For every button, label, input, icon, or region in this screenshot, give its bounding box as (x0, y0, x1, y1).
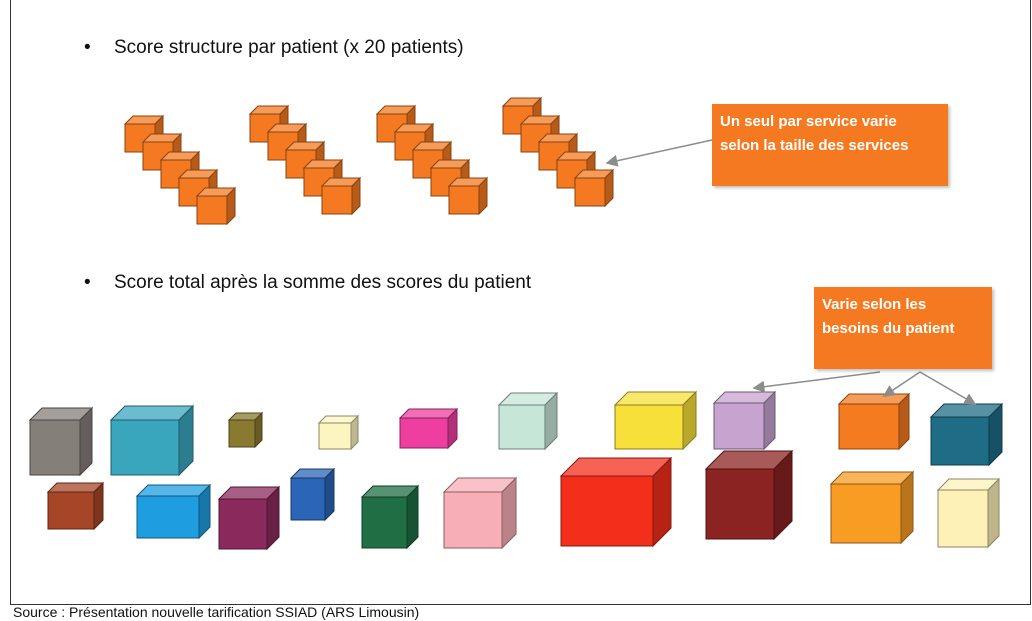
patient-arrow (882, 371, 921, 397)
patient-cube (497, 391, 559, 451)
patient-cube (109, 404, 195, 477)
structure-cube (447, 176, 489, 216)
bullet-total-text: Score total après la somme des scores du… (114, 272, 532, 293)
bullet-structure-score: • Score structure par patient (x 20 patie… (84, 37, 464, 59)
patient-cube (559, 456, 673, 548)
patient-cube (317, 414, 360, 451)
patient-cube (46, 481, 105, 531)
source-caption: Source : Présentation nouvelle tarificat… (13, 604, 420, 620)
service-callout: Un seul par service varie selon la taill… (712, 104, 948, 186)
patient-callout: Varie selon les besoins du patient (814, 287, 992, 369)
structure-cube (320, 176, 362, 216)
patient-cube (398, 407, 459, 450)
patient-cube (837, 392, 911, 451)
patient-cube (227, 411, 264, 449)
bullet-dot: • (84, 37, 91, 58)
bullet-total-score: • Score total après la somme des scores d… (84, 272, 531, 294)
patient-cube (289, 467, 336, 522)
patient-cube (442, 476, 518, 550)
patient-callout-text: Varie selon les besoins du patient (822, 296, 955, 337)
structure-cube (195, 186, 237, 226)
patient-cube (613, 390, 698, 451)
patient-cube (704, 449, 794, 541)
patient-arrow (752, 371, 881, 393)
patient-cube (829, 470, 915, 545)
patient-cube (28, 406, 94, 477)
patient-cube (360, 484, 420, 550)
bullet-dot: • (84, 272, 91, 293)
slide-frame (10, 0, 1031, 605)
service-arrow (605, 139, 713, 167)
patient-cube (217, 485, 281, 551)
structure-cube (573, 168, 615, 208)
patient-cube (936, 477, 1001, 549)
bullet-structure-text: Score structure par patient (x 20 patien… (114, 37, 464, 58)
service-callout-text: Un seul par service varie selon la taill… (720, 113, 909, 154)
patient-cube (135, 483, 212, 540)
patient-cube (712, 390, 777, 451)
patient-arrow (919, 371, 977, 405)
patient-cube (929, 402, 1004, 467)
